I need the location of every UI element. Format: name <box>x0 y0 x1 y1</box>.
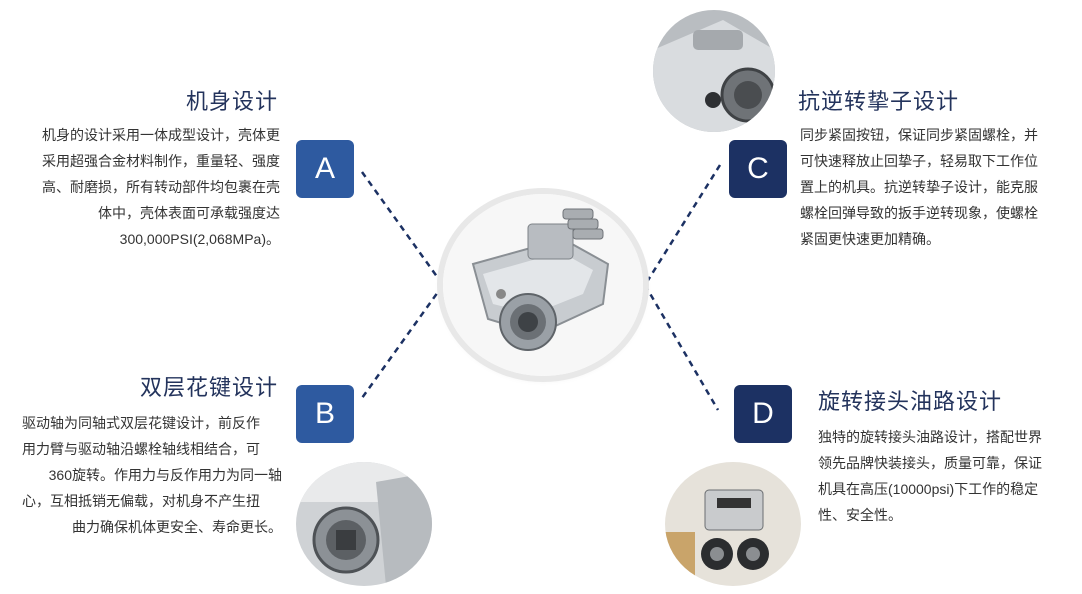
feature-b-line: 曲力确保机体更安全、寿命更长。 <box>72 519 282 535</box>
feature-b-line: 360旋转。作用力与反作用力为同一轴 <box>48 467 282 483</box>
feature-a-title: 机身设计 <box>185 89 278 114</box>
feature-c-line: 螺栓回弹导致的扳手逆转现象，使螺栓 <box>800 205 1038 221</box>
feature-d-photo <box>665 462 801 586</box>
feature-c-line: 置上的机具。抗逆转挚子设计，能克服 <box>800 179 1038 195</box>
connector-c <box>643 164 722 286</box>
feature-c-photo <box>653 10 775 132</box>
feature-a-line: 体中，壳体表面可承载强度达 <box>98 205 280 221</box>
feature-b-line: 驱动轴为同轴式双层花键设计，前反作 <box>22 415 260 431</box>
feature-d-line: 性、安全性。 <box>818 507 902 523</box>
feature-a-line: 机身的设计采用一体成型设计，壳体更 <box>42 127 280 143</box>
feature-d-line: 机具在高压(10000psi)下工作的稳定 <box>818 481 1039 497</box>
feature-b-photo <box>296 462 432 586</box>
feature-a-description: 机身的设计采用一体成型设计，壳体更 采用超强合金材料制作，重量轻、强度 高、耐磨… <box>22 122 280 252</box>
feature-b-line: 用力臂与驱动轴沿螺栓轴线相结合，可 <box>22 441 260 457</box>
feature-d-badge: D <box>734 385 792 443</box>
feature-a-line: 高、耐磨损，所有转动部件均包裹在壳 <box>42 179 280 195</box>
feature-d-line: 独特的旋转接头油路设计，搭配世界 <box>818 429 1042 445</box>
connector-a <box>360 171 445 286</box>
feature-d-title: 旋转接头油路设计 <box>818 389 1003 414</box>
feature-b-badge: B <box>296 385 354 443</box>
feature-c-line: 同步紧固按钮，保证同步紧固螺栓，并 <box>800 127 1038 143</box>
feature-d-line: 领先品牌快装接头，质量可靠，保证 <box>818 455 1042 471</box>
feature-a-badge: A <box>296 140 354 198</box>
center-wrench-image <box>443 194 643 376</box>
feature-c-line: 紧固更快速更加精确。 <box>800 231 940 247</box>
feature-c-description: 同步紧固按钮，保证同步紧固螺栓，并 可快速释放止回挚子，轻易取下工作位 置上的机… <box>800 122 1070 252</box>
feature-a-line: 300,000PSI(2,068MPa)。 <box>119 231 280 247</box>
feature-c-badge: C <box>729 140 787 198</box>
feature-b-description: 驱动轴为同轴式双层花键设计，前反作 用力臂与驱动轴沿螺栓轴线相结合，可 360旋… <box>22 410 282 540</box>
connector-d <box>643 284 720 411</box>
feature-b-line: 心，互相抵销无偏载，对机身不产生扭 <box>22 493 260 509</box>
feature-a-line: 采用超强合金材料制作，重量轻、强度 <box>42 153 280 169</box>
feature-d-description: 独特的旋转接头油路设计，搭配世界 领先品牌快装接头，质量可靠，保证 机具在高压(… <box>818 424 1078 528</box>
feature-c-title: 抗逆转挚子设计 <box>798 89 960 114</box>
connector-b <box>360 284 445 399</box>
feature-b-title: 双层花键设计 <box>139 375 278 400</box>
feature-c-line: 可快速释放止回挚子，轻易取下工作位 <box>800 153 1038 169</box>
